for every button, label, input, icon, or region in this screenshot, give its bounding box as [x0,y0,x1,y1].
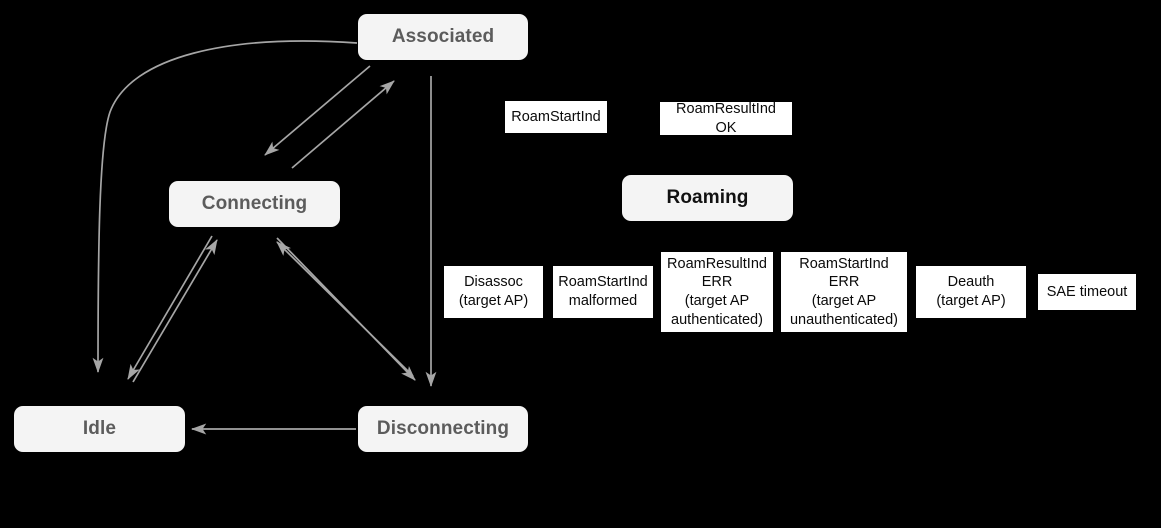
transition-label-roam-result-ind-err: RoamResultInd ERR (target AP authenticat… [661,252,773,332]
state-node-roaming[interactable]: Roaming [622,175,793,221]
transition-label-disassoc-target-ap: Disassoc (target AP) [444,266,543,318]
transition-label-deauth-target-ap: Deauth (target AP) [916,266,1026,318]
transition-label-roam-result-ind-ok: RoamResultInd OK [660,101,792,136]
state-node-disconnecting[interactable]: Disconnecting [358,406,528,452]
edge-connecting-to-idle [127,235,213,380]
edge-associated-to-connecting [264,65,371,156]
transition-label-roam-start-ind: RoamStartInd [505,101,607,133]
transition-label-roam-start-ind-err: RoamStartInd ERR (target AP unauthentica… [781,252,907,332]
transition-label-sae-timeout: SAE timeout [1038,274,1136,310]
edge-disconnecting-to-connecting [276,241,414,377]
edge-connecting-to-disconnecting [276,237,416,381]
edge-idle-to-connecting [132,239,218,383]
transition-label-roam-start-ind-malformed: RoamStartInd malformed [553,266,653,318]
state-node-connecting[interactable]: Connecting [169,181,340,227]
state-node-idle[interactable]: Idle [14,406,185,452]
edge-connecting-to-associated [291,80,395,169]
state-node-associated[interactable]: Associated [358,14,528,60]
